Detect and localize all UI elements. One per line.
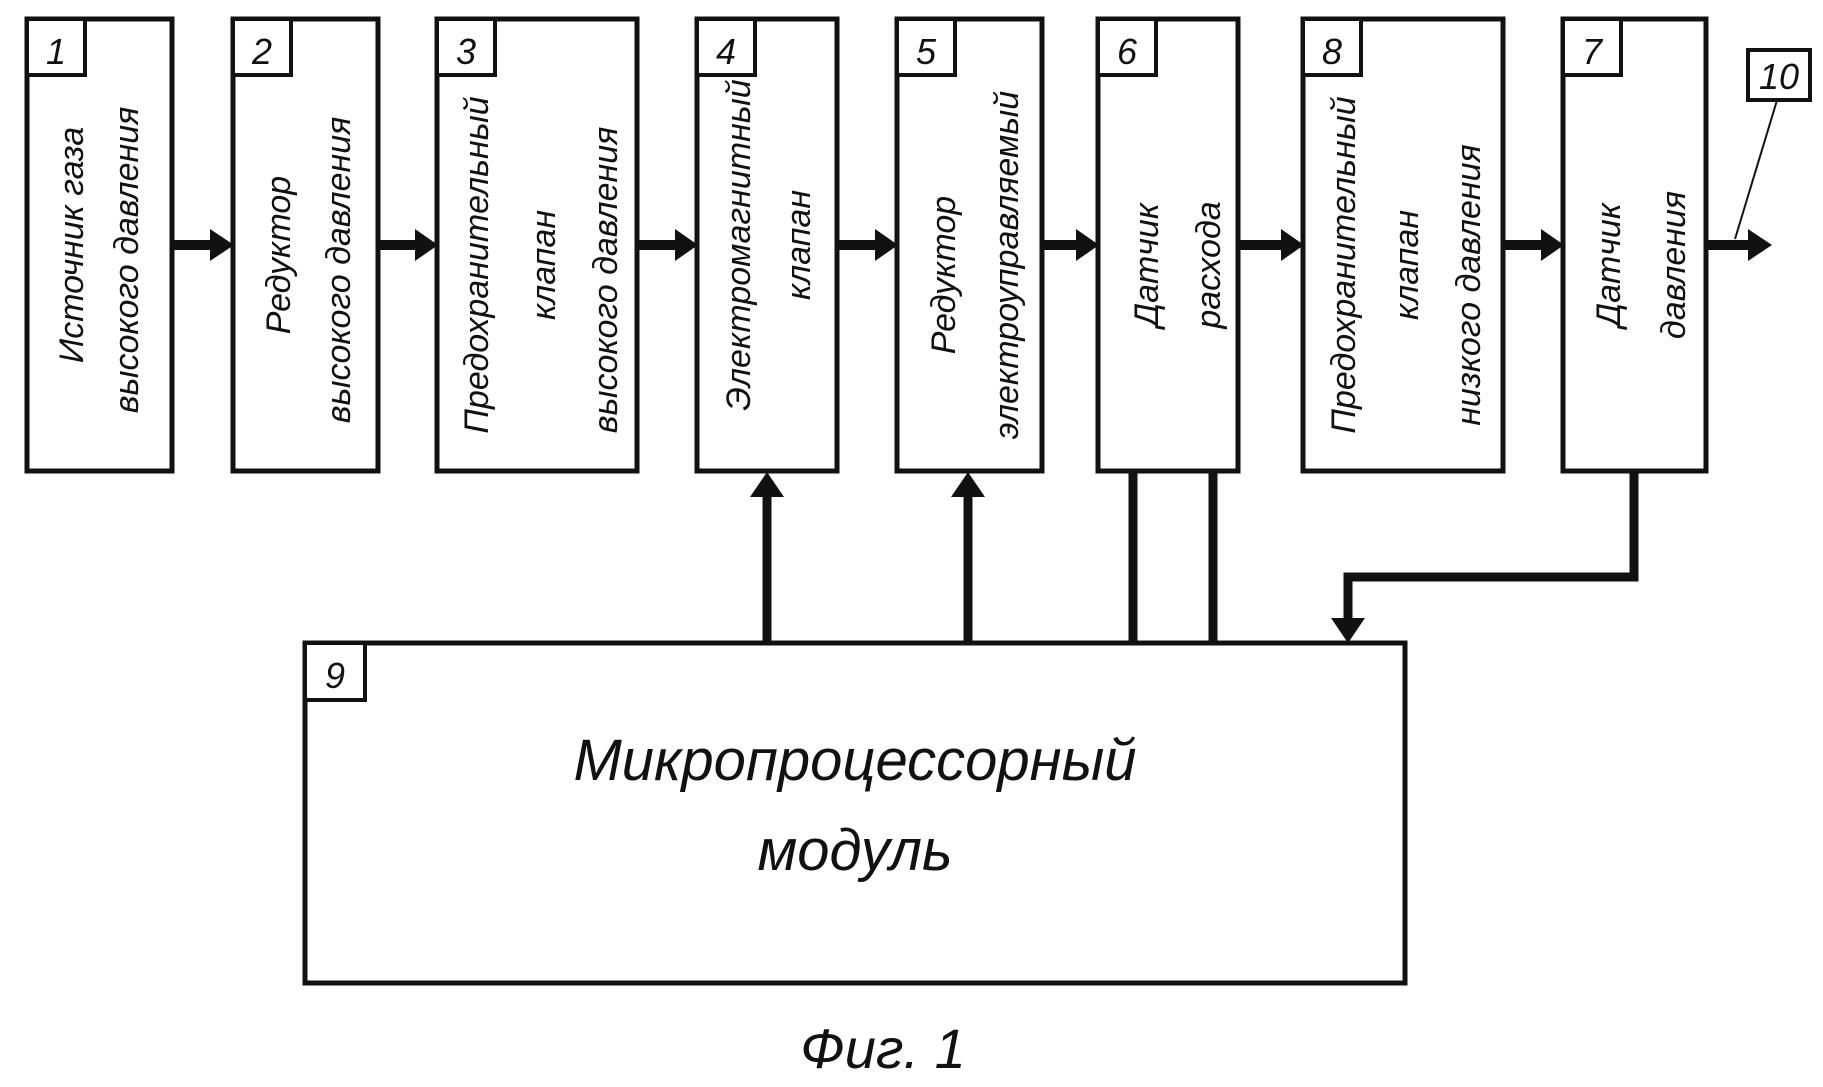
output-label-10: 10 — [1735, 50, 1810, 239]
block-9-number: 9 — [325, 655, 345, 696]
block-7-number: 7 — [1582, 31, 1604, 72]
flow-arrow-4-5 — [837, 229, 898, 261]
module-label-line-2: модуль — [758, 818, 953, 883]
block-8-label-line-1: Предохранительный — [1325, 96, 1363, 433]
flow-arrow-1-2 — [172, 229, 234, 261]
flow-arrow-8-7 — [1503, 229, 1564, 261]
block-2-label-line-1: Редуктор — [260, 176, 298, 334]
block-2-high-pressure-reducer: 2 Редуктор высокого давления — [233, 19, 378, 471]
block-1-label-line-1: Источник газа — [53, 127, 91, 363]
flow-arrow-5-6 — [1042, 229, 1099, 261]
block-3-label-line-3: высокого давления — [587, 127, 625, 434]
block-6-label-line-1: Датчик — [1128, 201, 1166, 331]
block-1-label-line-2: высокого давления — [108, 107, 146, 414]
block-7-pressure-sensor: 7 Датчик давления — [1563, 19, 1706, 471]
block-9-microprocessor-module: 9 Микропроцессорный модуль — [305, 643, 1405, 983]
block-1-number: 1 — [46, 31, 66, 72]
control-arrow-to-block-5 — [951, 472, 985, 643]
block-4-label-line-1: Электромагнитный — [720, 79, 758, 411]
pressure-sensor-signal-arrow — [1331, 471, 1634, 643]
block-8-label-line-2: клапан — [1388, 210, 1426, 320]
block-3-number: 3 — [456, 31, 476, 72]
block-1-gas-source: 1 Источник газа высокого давления — [27, 19, 172, 471]
block-7-label-line-2: давления — [1655, 191, 1693, 339]
block-8-low-pressure-safety-valve: 8 Предохранительный клапан низкого давле… — [1303, 19, 1503, 471]
block-5-number: 5 — [916, 31, 937, 72]
flow-arrow-3-4 — [637, 229, 698, 261]
block-3-high-pressure-safety-valve: 3 Предохранительный клапан высокого давл… — [437, 19, 637, 471]
block-2-label-line-2: высокого давления — [320, 117, 358, 424]
block-4-number: 4 — [716, 31, 736, 72]
flow-arrow-6-8 — [1238, 229, 1304, 261]
block-6-flow-sensor: 6 Датчик расхода — [1098, 19, 1238, 471]
block-6-number: 6 — [1117, 31, 1138, 72]
module-label-line-1: Микропроцессорный — [573, 728, 1136, 793]
output-arrow — [1706, 229, 1772, 261]
block-2-number: 2 — [251, 31, 272, 72]
block-6-label-line-2: расхода — [1190, 201, 1228, 329]
block-3-label-line-1: Предохранительный — [458, 96, 496, 433]
output-label-number: 10 — [1759, 56, 1799, 97]
block-3-label-line-2: клапан — [525, 210, 563, 320]
block-4-label-line-2: клапан — [780, 190, 818, 300]
block-5-label-line-2: электроуправляемый — [988, 91, 1026, 439]
figure-caption: Фиг. 1 — [800, 1017, 966, 1080]
flow-arrow-2-3 — [378, 229, 438, 261]
block-8-number: 8 — [1322, 31, 1342, 72]
block-5-label-line-1: Редуктор — [925, 196, 963, 354]
block-4-solenoid-valve: 4 Электромагнитный клапан — [697, 19, 837, 471]
flow-sensor-signal-lines — [1133, 471, 1213, 643]
block-7-label-line-1: Датчик — [1590, 201, 1628, 331]
control-arrow-to-block-4 — [750, 472, 784, 643]
block-8-label-line-3: низкого давления — [1450, 144, 1488, 425]
block-5-electric-reducer: 5 Редуктор электроуправляемый — [897, 19, 1042, 471]
